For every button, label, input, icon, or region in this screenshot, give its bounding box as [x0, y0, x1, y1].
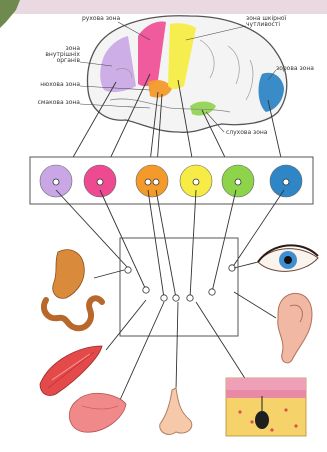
motor-zone-label: рухова зона	[82, 16, 120, 22]
smell-zone-node	[145, 179, 151, 185]
muscle-icon	[40, 346, 102, 396]
visual-zone-label: зорова зона	[276, 66, 314, 72]
internal-organs-zone-label: зона внутрішніх органів	[38, 46, 80, 64]
receptor-node	[209, 289, 215, 295]
smell-zone-label: нюхова зона	[30, 82, 80, 88]
receptor-node	[173, 295, 179, 301]
receptor-node	[161, 295, 167, 301]
skin-section-icon	[226, 378, 306, 436]
receptor-node	[187, 295, 193, 301]
nose-icon	[160, 388, 192, 434]
smell-zone-circle	[136, 165, 168, 197]
receptor-nodes	[125, 265, 235, 301]
motor-zone-node	[97, 179, 103, 185]
top-background-band	[0, 0, 327, 14]
receptor-node	[143, 287, 149, 293]
circle-connector-lines	[56, 190, 284, 298]
skin-zone-node	[193, 179, 199, 185]
ear-icon	[278, 293, 312, 363]
receptor-node	[125, 267, 131, 273]
hearing-zone-label: слухова зона	[226, 130, 268, 136]
hearing-zone-node	[235, 179, 241, 185]
taste-zone-label: смакова зона	[30, 100, 80, 106]
smell-zone-node	[153, 179, 159, 185]
skin-sense-zone-label: зона шкірної чутливості	[246, 16, 310, 28]
stomach-intestine-icon	[44, 250, 102, 329]
visual-zone-node	[283, 179, 289, 185]
eye-icon	[258, 245, 318, 271]
receptor-box	[120, 238, 238, 336]
tongue-icon	[69, 393, 126, 432]
internal-zone-node	[53, 179, 59, 185]
